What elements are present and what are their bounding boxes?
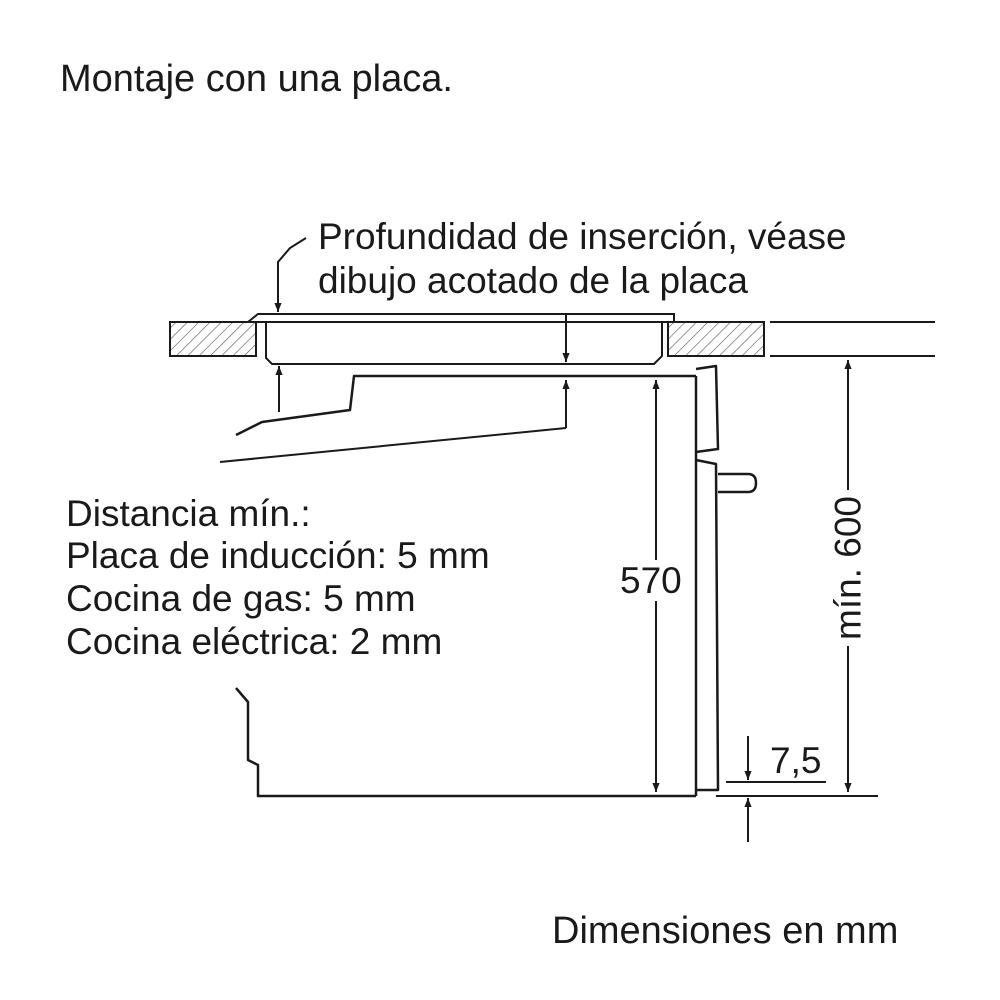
oven-body	[235, 374, 698, 798]
cabinet-height-dimension-label: mín. 600	[828, 490, 869, 646]
oven-knob	[718, 472, 758, 494]
cabinet-side-panel	[770, 321, 935, 357]
min-distance-gas: Cocina de gas: 5 mm	[66, 578, 416, 619]
hob	[247, 313, 675, 365]
min-distance-heading: Distancia mín.:	[66, 493, 311, 534]
height-dimension-label: 570	[620, 560, 682, 601]
offset-dimension	[716, 736, 878, 842]
insertion-depth-leader	[274, 237, 307, 312]
countertop-right	[667, 321, 765, 357]
units-note: Dimensiones en mm	[552, 910, 899, 952]
min-distance-electric: Cocina eléctrica: 2 mm	[66, 621, 443, 662]
offset-dimension-label: 7,5	[770, 740, 822, 781]
drawing-title: Montaje con una placa.	[60, 58, 453, 100]
min-distance-induction: Placa de inducción: 5 mm	[66, 535, 490, 576]
insertion-depth-note-line1: Profundidad de inserción, véase	[318, 216, 847, 257]
min-distance-arrows	[219, 314, 570, 463]
oven-control-panel	[695, 364, 720, 792]
insertion-depth-note-line2: dibujo acotado de la placa	[318, 260, 748, 301]
countertop-left	[169, 321, 257, 357]
